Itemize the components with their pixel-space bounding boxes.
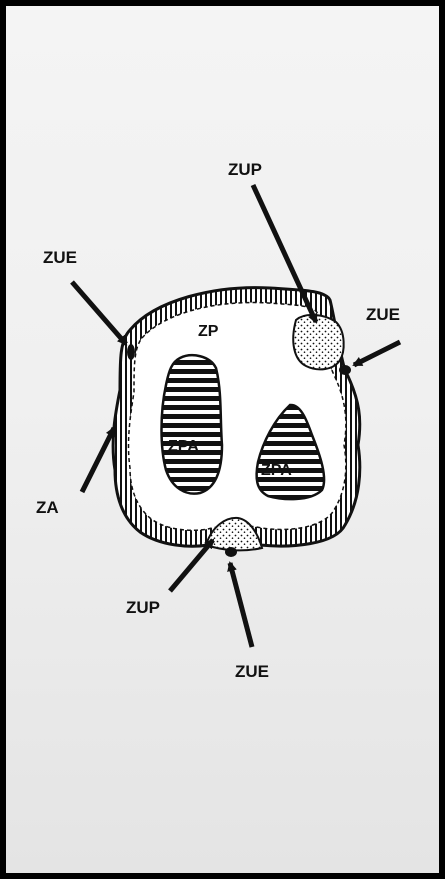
label-za: ZA	[36, 498, 59, 517]
zue-mark-bottom	[225, 547, 237, 557]
zue-mark-left	[127, 344, 135, 360]
zue-mark-right	[339, 365, 351, 375]
label-zue-bottom: ZUE	[235, 662, 269, 681]
label-zup-bottom: ZUP	[126, 598, 160, 617]
zup-nodule-top	[293, 315, 343, 369]
label-zue-right: ZUE	[366, 305, 400, 324]
label-zpa-right: ZPA	[261, 462, 292, 479]
label-zp: ZP	[198, 323, 219, 340]
label-zue-left: ZUE	[43, 248, 77, 267]
label-zpa-left: ZPA	[168, 438, 199, 455]
label-zup-top: ZUP	[228, 160, 262, 179]
zpa-region-left	[162, 355, 223, 493]
